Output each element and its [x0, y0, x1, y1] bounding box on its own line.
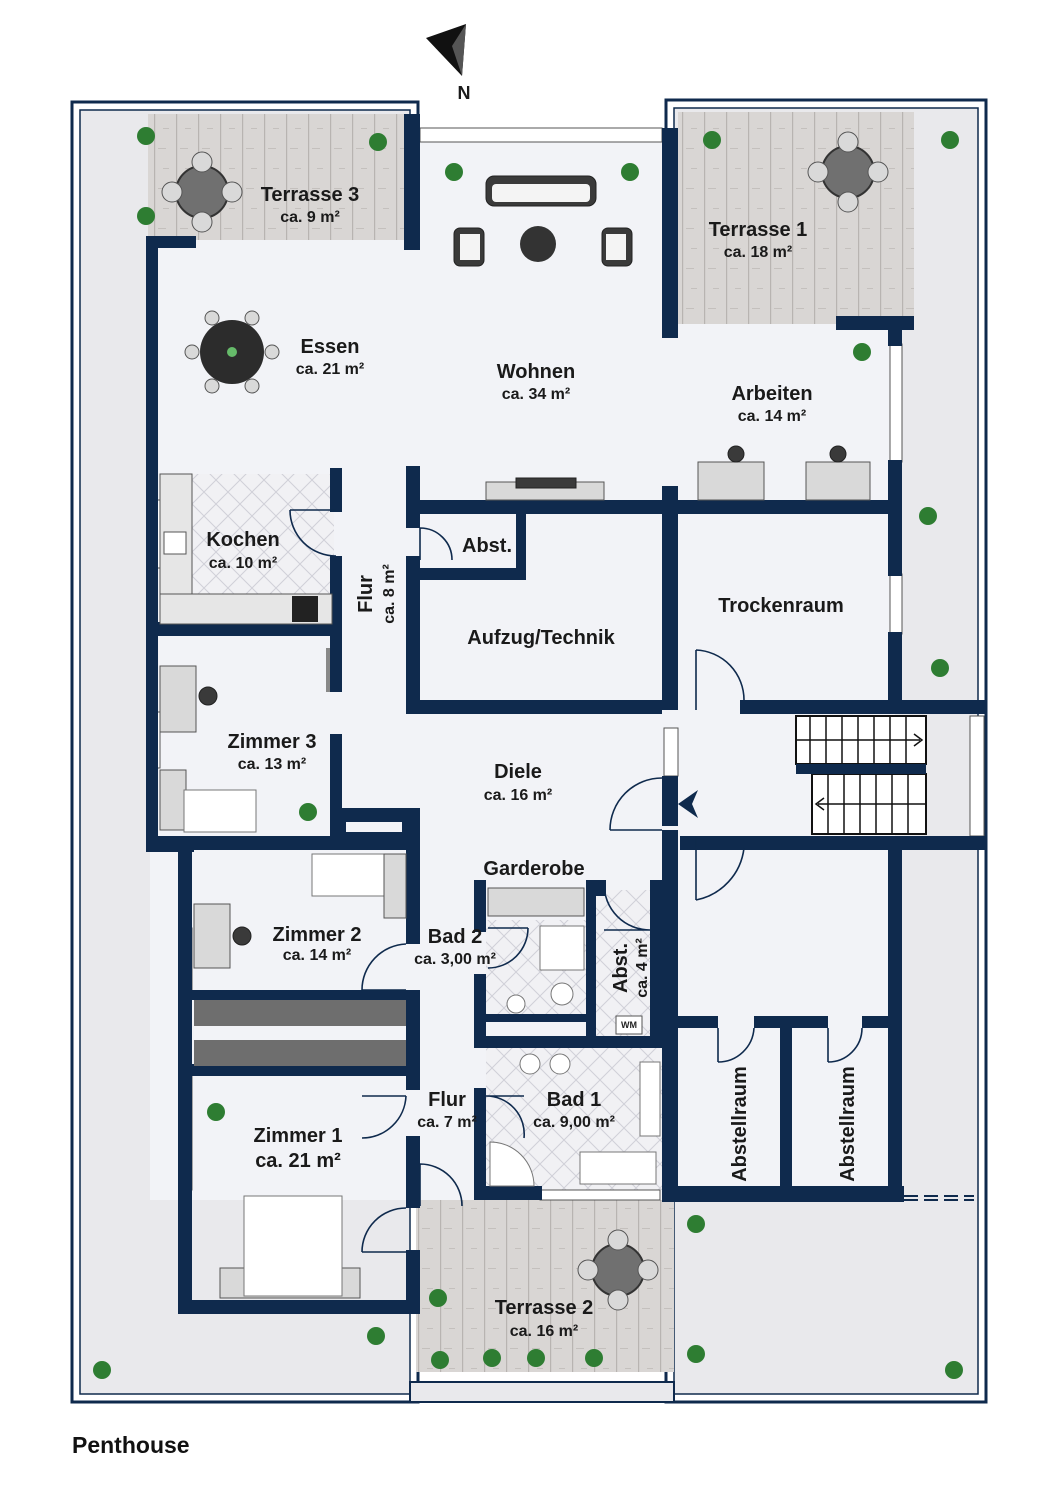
entrance-arrow-icon — [678, 790, 698, 818]
zimmer2-name: Zimmer 2 — [273, 924, 362, 946]
arbeiten-name: Arbeiten — [731, 383, 812, 405]
compass: N — [426, 24, 471, 103]
kochen-area: ca. 10 m² — [209, 555, 277, 572]
bad1-area: ca. 9,00 m² — [533, 1114, 615, 1131]
interior-furniture — [159, 175, 871, 1299]
room-labels: Terrasse 3 ca. 9 m² Terrasse 1 ca. 18 m²… — [206, 184, 859, 1340]
flur-top-name: Flur — [355, 575, 377, 613]
abst-top-name: Abst. — [462, 535, 512, 557]
terrasse2-area: ca. 16 m² — [510, 1323, 578, 1340]
plan-title: Penthouse — [72, 1432, 190, 1458]
bad2-name: Bad 2 — [428, 926, 482, 948]
abst-small-name: Abst. — [610, 943, 632, 993]
walls — [146, 114, 986, 1314]
zimmer2-area: ca. 14 m² — [283, 947, 351, 964]
terrace-furniture — [161, 131, 889, 1311]
zimmer3-area: ca. 13 m² — [238, 756, 306, 773]
wohnen-name: Wohnen — [497, 361, 576, 383]
bad1-name: Bad 1 — [547, 1089, 601, 1111]
north-arrow-icon — [426, 24, 466, 76]
flur-bottom-name: Flur — [428, 1089, 466, 1111]
abstellraum2-name: Abstellraum — [837, 1066, 859, 1182]
bad2-area: ca. 3,00 m² — [414, 951, 496, 968]
garderobe-name: Garderobe — [483, 858, 584, 880]
diele-name: Diele — [494, 761, 542, 783]
flur-bottom-area: ca. 7 m² — [417, 1114, 477, 1131]
terrasse1-deck — [678, 112, 914, 324]
trockenraum-name: Trockenraum — [718, 595, 844, 617]
terrasse1-area: ca. 18 m² — [724, 244, 792, 261]
terrasse3-area: ca. 9 m² — [280, 209, 340, 226]
kochen-name: Kochen — [206, 529, 279, 551]
essen-area: ca. 21 m² — [296, 361, 364, 378]
abst-small-area: ca. 4 m² — [634, 938, 651, 998]
doors — [289, 509, 863, 1253]
terrasse3-name: Terrasse 3 — [261, 184, 360, 206]
zimmer1-name: Zimmer 1 — [254, 1125, 343, 1147]
plants — [93, 127, 963, 1379]
abstellraum1-name: Abstellraum — [729, 1066, 751, 1182]
aufzug-name: Aufzug/Technik — [467, 627, 615, 649]
terrasse1-name: Terrasse 1 — [709, 219, 808, 241]
compass-label: N — [458, 83, 471, 103]
zimmer3-name: Zimmer 3 — [228, 731, 317, 753]
essen-name: Essen — [301, 336, 360, 358]
washer-label: WM — [621, 1020, 637, 1030]
wohnen-area: ca. 34 m² — [502, 386, 570, 403]
flur-top-area: ca. 8 m² — [381, 564, 398, 624]
diele-area: ca. 16 m² — [484, 787, 552, 804]
arbeiten-area: ca. 14 m² — [738, 408, 806, 425]
terrasse2-name: Terrasse 2 — [495, 1297, 594, 1319]
staircase — [678, 715, 927, 835]
zimmer1-area: ca. 21 m² — [255, 1150, 341, 1172]
